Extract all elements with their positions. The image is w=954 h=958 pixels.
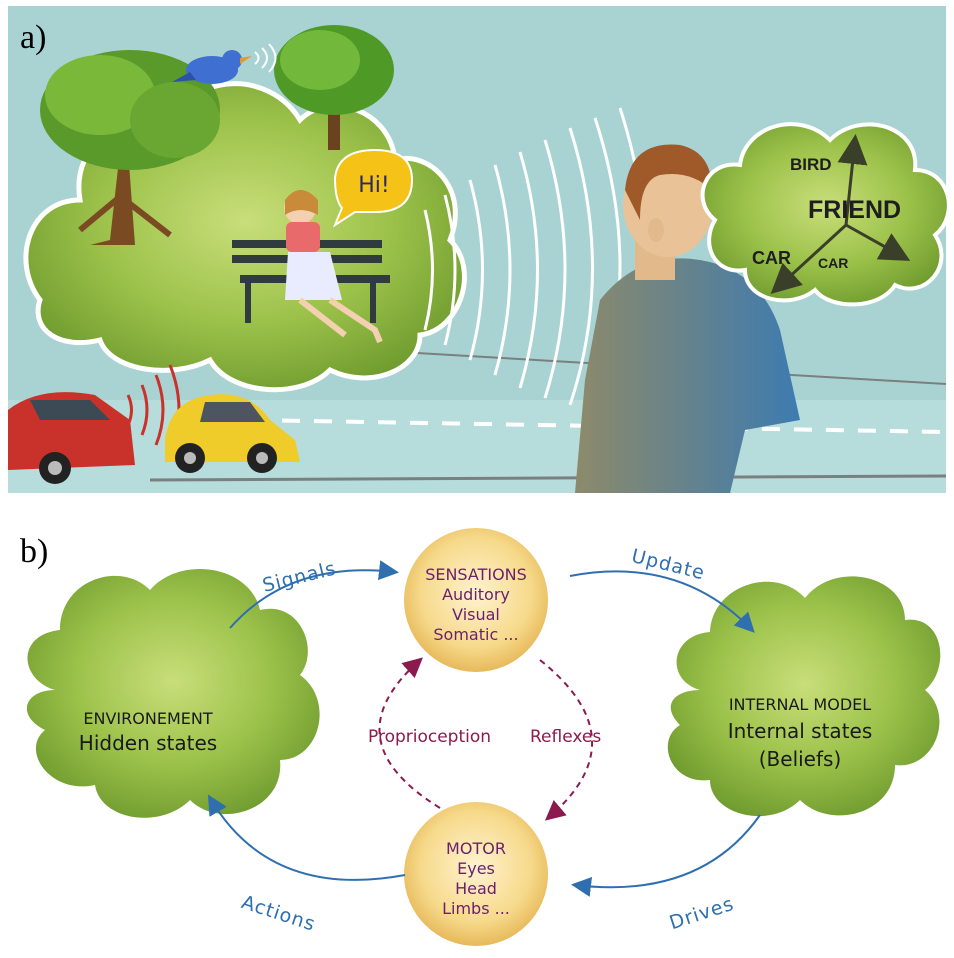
red-car [8, 392, 135, 484]
actions-arrow [207, 794, 406, 881]
sensations-circle [404, 528, 548, 672]
panel-a-label: a) [20, 19, 46, 56]
panel-b: b) ENVIRONEMENT Hidden states INTERNAL M… [20, 528, 941, 946]
internal-model-title: INTERNAL MODEL [729, 695, 871, 714]
girl-on-phone [284, 190, 383, 344]
motor-line-1: Eyes [457, 859, 495, 878]
sensations-line-3: Somatic ... [433, 625, 518, 644]
mind-word-bird: BIRD [790, 155, 832, 174]
actions-label: Actions [239, 891, 318, 936]
motor-title: MOTOR [446, 839, 506, 858]
sensations-line-1: Auditory [442, 585, 510, 604]
drives-label: Drives [667, 893, 737, 934]
speech-bubble: Hi! [332, 148, 414, 228]
motor-line-2: Head [455, 879, 497, 898]
proprioception-label: Proprioception [368, 727, 491, 747]
drives-arrow [571, 814, 761, 897]
proprioception-arrow [378, 657, 441, 809]
signals-label: Signals [260, 557, 338, 597]
motor-circle [404, 802, 548, 946]
man-listener [575, 144, 800, 493]
internal-model-line1: Internal states [728, 719, 873, 743]
mind-word-car-left: CAR [752, 248, 791, 268]
mind-word-car-right: CAR [818, 255, 848, 271]
bird-icon [172, 43, 277, 84]
internal-model-line2: (Beliefs) [759, 747, 842, 771]
reflexes-label: Reflexes [530, 727, 601, 747]
tree-right [274, 25, 394, 150]
yellow-car [165, 394, 300, 473]
panel-a: Hi! [8, 6, 951, 493]
mind-arrows [770, 134, 911, 295]
mind-word-friend: FRIEND [808, 196, 901, 224]
road-edge [149, 474, 947, 482]
panel-b-label: b) [20, 533, 48, 570]
motor-line-3: Limbs ... [442, 899, 510, 918]
environment-subtitle: Hidden states [79, 731, 217, 755]
update-arrow [569, 570, 755, 633]
sensations-title: SENSATIONS [425, 565, 527, 584]
tree-left [40, 50, 220, 245]
signals-arrow [229, 560, 399, 629]
internal-model-cloud [667, 576, 941, 817]
road-dashes [249, 418, 947, 434]
environment-title: ENVIRONEMENT [83, 709, 212, 728]
environment-cloud [26, 568, 320, 818]
speech-text: Hi! [358, 173, 389, 198]
sensations-line-2: Visual [452, 605, 500, 624]
